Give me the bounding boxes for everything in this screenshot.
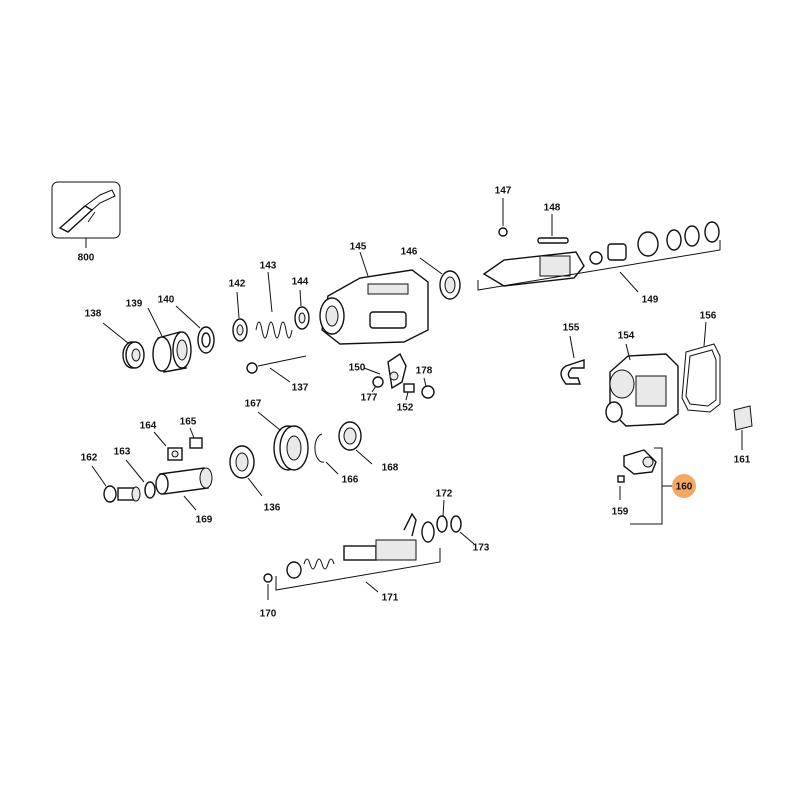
- part-170-screw[interactable]: [263, 573, 273, 600]
- part-166-circlip[interactable]: [314, 433, 339, 475]
- label-160-highlight: [672, 474, 696, 498]
- label-156: 156: [700, 311, 717, 322]
- label-137: 137: [292, 383, 309, 394]
- label-172: 172: [436, 489, 453, 500]
- part-146-seal[interactable]: [419, 257, 461, 300]
- label-173: 173: [473, 543, 490, 554]
- label-161: 161: [734, 455, 751, 466]
- label-136: 136: [264, 503, 281, 514]
- part-145-housing[interactable]: [319, 251, 429, 345]
- part-165-pin[interactable]: [189, 427, 203, 449]
- part-149-spindle-assembly[interactable]: [477, 221, 721, 293]
- part-154-gearbox[interactable]: [605, 343, 679, 427]
- label-166: 166: [342, 475, 359, 486]
- part-138-cap[interactable]: [102, 322, 145, 369]
- part-139-sleeve[interactable]: [147, 307, 192, 373]
- part-168-ring[interactable]: [338, 421, 373, 465]
- label-154: 154: [618, 331, 635, 342]
- part-152-screw[interactable]: [403, 383, 415, 401]
- part-136-clutch[interactable]: [229, 445, 263, 497]
- label-147: 147: [495, 186, 512, 197]
- label-155: 155: [563, 323, 580, 334]
- part-142-washer[interactable]: [232, 291, 248, 342]
- label-165: 165: [180, 417, 197, 428]
- part-167-gear[interactable]: [257, 411, 309, 471]
- part-172-washer[interactable]: [436, 499, 448, 533]
- label-145: 145: [350, 242, 367, 253]
- label-139: 139: [126, 299, 143, 310]
- part-161-pad[interactable]: [733, 405, 753, 450]
- part-155-clip[interactable]: [560, 335, 585, 385]
- part-143-spring[interactable]: [255, 271, 293, 339]
- label-170: 170: [260, 609, 277, 620]
- part-150-lever[interactable]: [363, 352, 407, 390]
- part-173-ring[interactable]: [450, 515, 475, 545]
- label-167: 167: [245, 399, 262, 410]
- part-164-piston[interactable]: [153, 431, 183, 461]
- part-148-pin[interactable]: [537, 214, 569, 244]
- label-149: 149: [642, 295, 659, 306]
- part-171-intermediate-shaft[interactable]: [275, 512, 441, 593]
- part-156-gasket[interactable]: [681, 321, 721, 413]
- label-140: 140: [158, 295, 175, 306]
- part-178-knob[interactable]: [421, 377, 435, 399]
- part-144-ring[interactable]: [294, 289, 310, 330]
- label-160: 160: [676, 482, 693, 493]
- label-148: 148: [544, 203, 561, 214]
- label-138: 138: [85, 309, 102, 320]
- part-800-kit[interactable]: [51, 181, 121, 248]
- label-164: 164: [140, 421, 157, 432]
- part-177-spring[interactable]: [371, 376, 384, 393]
- part-162-plunger[interactable]: [91, 465, 141, 503]
- part-147-ball[interactable]: [498, 198, 508, 237]
- part-163-ring[interactable]: [125, 459, 156, 499]
- label-168: 168: [382, 463, 399, 474]
- label-146: 146: [401, 247, 418, 258]
- part-137-bolt[interactable]: [246, 355, 307, 383]
- part-140-ring[interactable]: [175, 305, 215, 354]
- part-169-cylinder[interactable]: [155, 467, 213, 511]
- label-163: 163: [114, 447, 131, 458]
- label-152: 152: [397, 403, 414, 414]
- label-143: 143: [260, 261, 277, 272]
- part-159-pin[interactable]: [617, 475, 625, 500]
- label-162: 162: [81, 453, 98, 464]
- label-800: 800: [78, 253, 95, 264]
- part-160-switch-assembly[interactable]: [623, 447, 672, 525]
- label-169: 169: [196, 515, 213, 526]
- label-144: 144: [292, 277, 309, 288]
- label-177: 177: [361, 393, 378, 404]
- label-171: 171: [382, 593, 399, 604]
- label-178: 178: [416, 366, 433, 377]
- label-159: 159: [612, 507, 629, 518]
- label-150: 150: [349, 363, 366, 374]
- label-142: 142: [229, 279, 246, 290]
